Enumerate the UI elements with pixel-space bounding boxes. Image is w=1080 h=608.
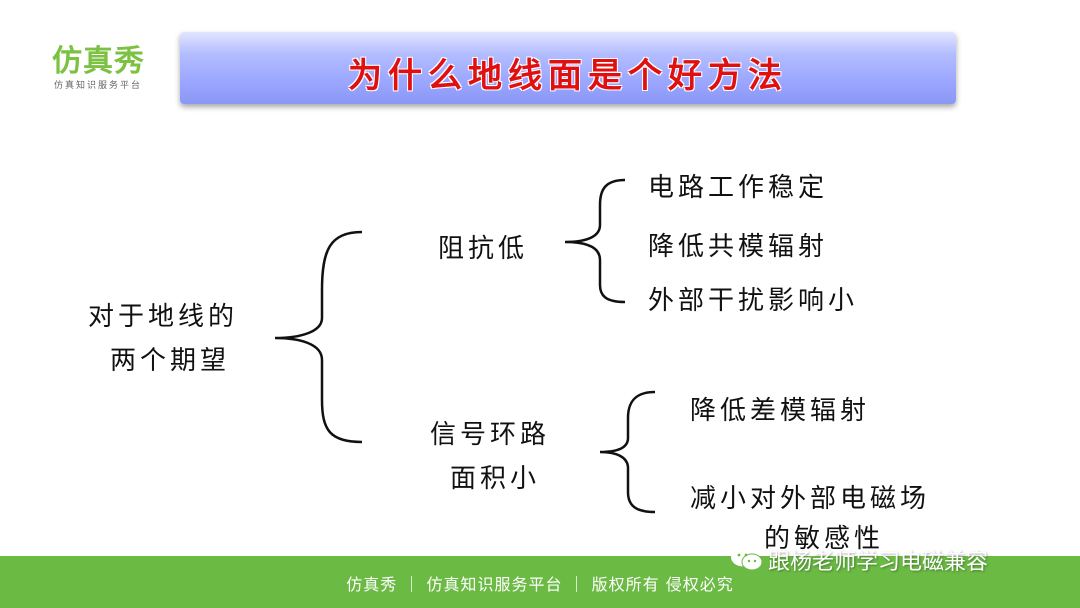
branch1-item: 外部干扰影响小 [648,286,859,316]
branch1-brace [564,178,626,304]
branch2-brace [599,390,656,514]
watermark-text: 跟杨老师学习电磁兼容 [768,550,989,575]
footer-bar: 仿真秀 ｜ 仿真知识服务平台 ｜ 版权所有 侵权必究 [0,556,1080,608]
branch2-label-line2: 面积小 [450,464,541,494]
branch2-label-line1: 信号环路 [430,420,551,450]
wechat-icon [731,547,763,571]
logo: 仿真秀 仿真知识服务平台 [40,30,180,100]
branch2-item: 降低差模辐射 [690,396,871,426]
branch1-label: 阻抗低 [438,234,529,264]
root-brace [274,230,363,444]
branch2-item: 减小对外部电磁场 [690,484,931,514]
page-title: 为什么地线面是个好方法 [348,56,788,96]
root-node-line2: 两个期望 [110,346,231,376]
root-node-line1: 对于地线的 [88,302,239,332]
logo-subtitle: 仿真知识服务平台 [54,81,143,91]
branch2-item: 的敏感性 [764,524,885,554]
logo-text: 仿真秀 [52,44,145,79]
footer-text: 仿真秀 ｜ 仿真知识服务平台 ｜ 版权所有 侵权必究 [346,575,734,594]
branch1-item: 电路工作稳定 [648,173,829,203]
branch1-item: 降低共模辐射 [648,232,829,262]
title-bar: 为什么地线面是个好方法 [180,32,956,104]
